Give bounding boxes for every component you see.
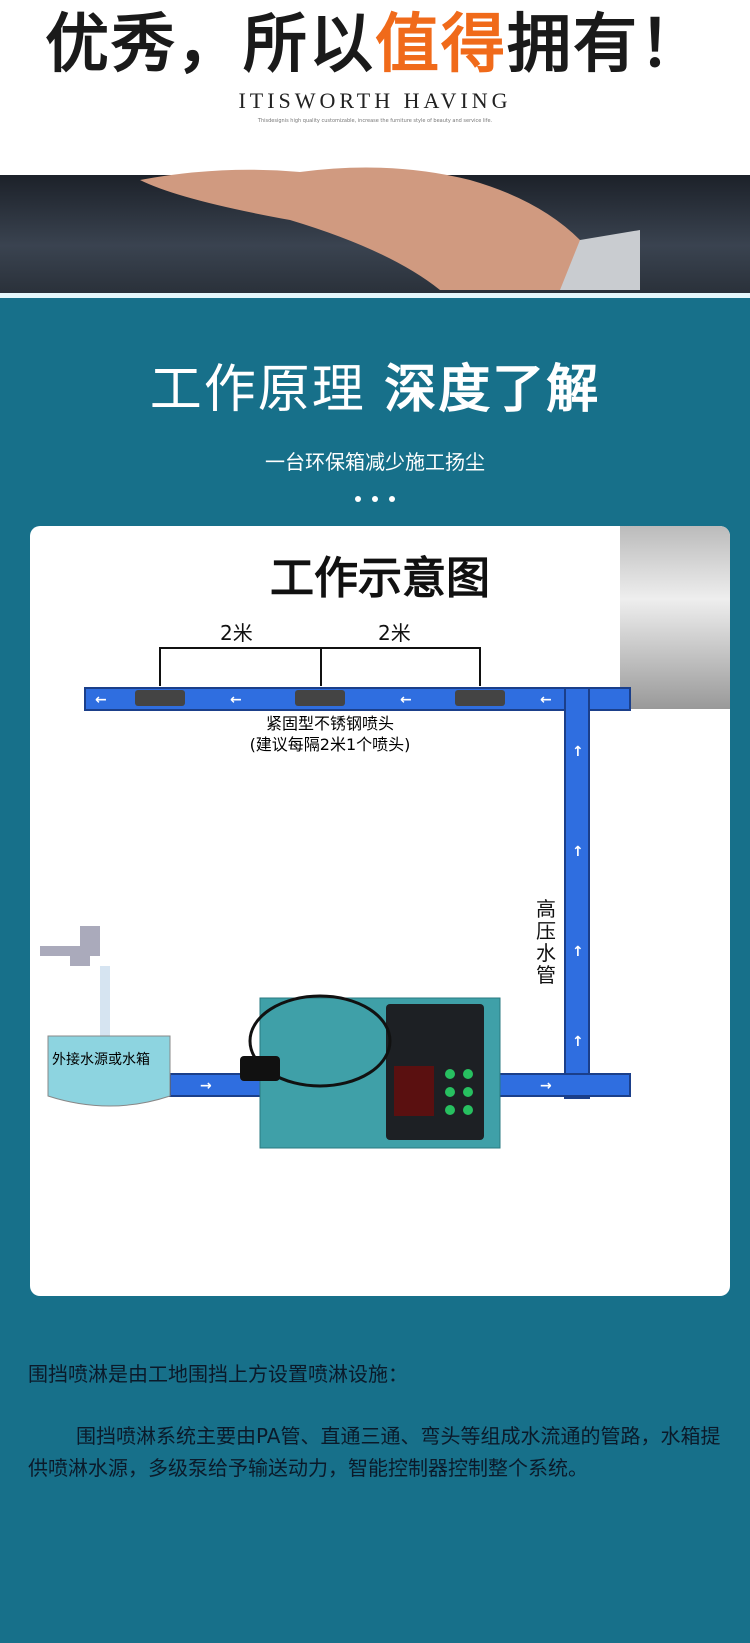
description-body: 围挡喷淋系统主要由PA管、直通三通、弯头等组成水流通的管路，水箱提供喷淋水源，多…	[28, 1424, 721, 1480]
open-hand-image	[140, 167, 640, 290]
description-intro: 围挡喷淋是由工地围挡上方设置喷淋设施：	[28, 1362, 408, 1386]
pipe-label: 高压水管	[536, 897, 556, 987]
diagram-card: 工作示意图 ← ← ← ← ↑ ↑ ↑ ↑ → → 2米 2米 紧固型不锈钢喷头 (建议每隔2…	[30, 526, 730, 1296]
nozzle-spray-photo	[620, 526, 730, 709]
headline: 优秀，所以值得拥有！	[45, 8, 705, 82]
promo-banner: 优秀，所以值得拥有！ ITISWORTH HAVING Thisdesignis…	[0, 0, 750, 293]
svg-text:↑: ↑	[572, 1034, 584, 1050]
svg-text:→: →	[540, 1078, 552, 1094]
english-subtitle: ITISWORTH HAVING	[238, 88, 512, 113]
dots-decoration	[355, 496, 395, 502]
svg-text:←: ←	[540, 692, 552, 708]
nozzle-note: (建议每隔2米1个喷头)	[249, 735, 411, 754]
fine-print: Thisdesignis high quality customizable, …	[257, 118, 493, 124]
water-source-label: 外接水源或水箱	[52, 1052, 150, 1068]
pipe-diagram: ← ← ← ← ↑ ↑ ↑ ↑ → →	[40, 647, 631, 1149]
diagram-title: 工作示意图	[270, 553, 490, 604]
spacing-label-right: 2米	[378, 621, 411, 645]
svg-text:↑: ↑	[572, 744, 584, 760]
divider	[0, 293, 750, 298]
nozzle-label: 紧固型不锈钢喷头	[265, 714, 394, 733]
spacing-label-left: 2米	[220, 621, 253, 645]
svg-text:→: →	[200, 1078, 212, 1094]
svg-text:↑: ↑	[572, 844, 584, 860]
section-tagline: 一台环保箱减少施工扬尘	[265, 450, 485, 474]
svg-text:←: ←	[95, 692, 107, 708]
svg-text:←: ←	[230, 692, 242, 708]
svg-text:←: ←	[400, 692, 412, 708]
section-title: 工作原理 深度了解	[149, 360, 601, 420]
svg-text:↑: ↑	[572, 944, 584, 960]
